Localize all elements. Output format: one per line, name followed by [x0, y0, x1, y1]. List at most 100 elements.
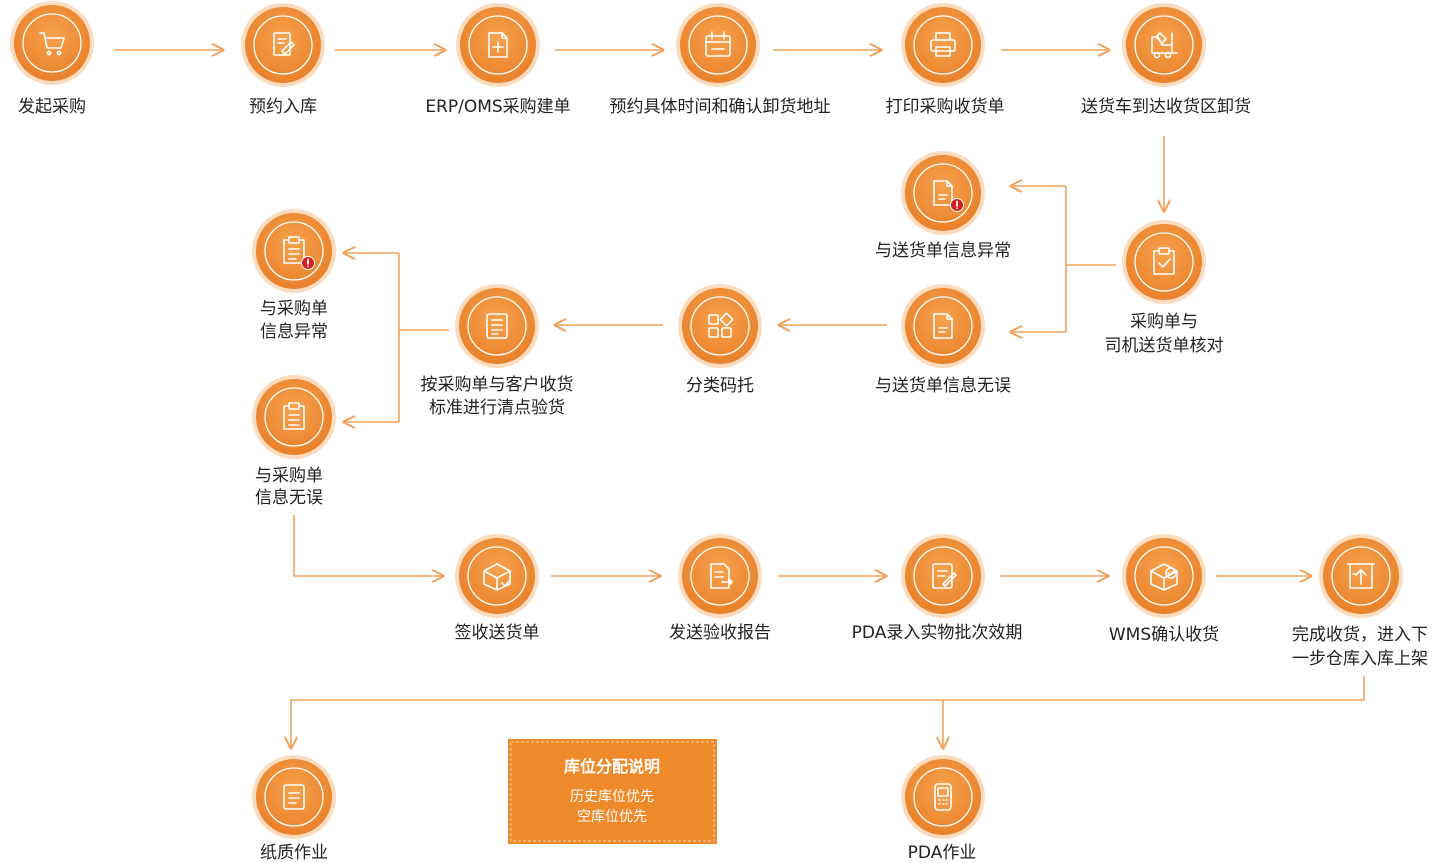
- node-po-error: [252, 209, 336, 293]
- label-erp-order: ERP/OMS采购建单: [425, 97, 570, 117]
- grid-icon: [708, 312, 734, 338]
- clipboard-check-icon: [1153, 247, 1175, 275]
- node-disc: [905, 155, 981, 231]
- node-inner-ring: [22, 13, 82, 73]
- label-send-report: 发送验收报告: [669, 623, 771, 643]
- node-disc: [256, 759, 332, 835]
- label-po-error-line2: 信息异常: [260, 322, 328, 342]
- node-inner-ring: [253, 15, 313, 75]
- node-disc: [14, 5, 90, 81]
- checklist-icon: [486, 313, 508, 339]
- calendar-icon: [705, 31, 731, 57]
- label-pda-entry: PDA录入实物批次效期: [852, 623, 1023, 643]
- node-inner-ring: [690, 296, 750, 356]
- paper-icon: [283, 784, 305, 810]
- node-print-receipt: [901, 3, 985, 87]
- label-schedule-unload: 预约具体时间和确认卸货地址: [610, 97, 831, 117]
- node-inner-ring: [467, 546, 527, 606]
- node-inner-ring: [913, 546, 973, 606]
- shelf-upload-icon: [1347, 563, 1375, 589]
- label-complete-line2: 一步仓库入库上架: [1292, 649, 1428, 669]
- add-file-icon: [488, 32, 508, 58]
- node-disc: [680, 7, 756, 83]
- label-sign-receipt: 签收送货单: [455, 623, 540, 643]
- node-inner-ring: [1134, 15, 1194, 75]
- node-inner-ring: [688, 15, 748, 75]
- node-inner-ring: [264, 221, 324, 281]
- note-line-2: 空库位优先: [577, 809, 647, 825]
- alert-badge-icon: [301, 256, 315, 270]
- node-truck-arrival: [1122, 3, 1206, 87]
- node-disc: [256, 213, 332, 289]
- node-inner-ring: [264, 767, 324, 827]
- node-disc: [682, 538, 758, 614]
- node-inner-ring: [1134, 546, 1194, 606]
- label-po-error-line1: 与采购单: [260, 299, 328, 319]
- node-reconcile: [1122, 220, 1206, 304]
- label-print-receipt: 打印采购收货单: [886, 97, 1005, 117]
- label-start-purchase: 发起采购: [18, 97, 86, 117]
- label-delivery-error: 与送货单信息异常: [875, 241, 1011, 261]
- label-complete-line1: 完成收货，进入下: [1292, 625, 1428, 645]
- node-wms-confirm: [1122, 534, 1206, 618]
- cart-icon: [39, 32, 65, 56]
- node-disc: [245, 7, 321, 83]
- label-po-ok-line2: 信息无误: [255, 488, 323, 508]
- node-disc: [1126, 224, 1202, 300]
- label-paper-work: 纸质作业: [260, 843, 328, 863]
- node-disc: [905, 7, 981, 83]
- labels: 发起采购 预约入库 ERP/OMS采购建单 预约具体时间和确认卸货地址 打印采购…: [18, 97, 1428, 863]
- node-inspect: [455, 284, 539, 368]
- printer-icon: [930, 32, 956, 57]
- node-sign-receipt: [455, 534, 539, 618]
- node-send-report: [678, 534, 762, 618]
- node-inner-ring: [1134, 232, 1194, 292]
- box-check-icon: [483, 563, 511, 591]
- node-erp-order: [456, 3, 540, 87]
- label-inspect-line1: 按采购单与客户收货: [421, 375, 574, 395]
- note-box-border: [510, 741, 715, 842]
- node-schedule-unload: [676, 3, 760, 87]
- node-inner-ring: [468, 15, 528, 75]
- note-box: [508, 739, 717, 844]
- node-pda-entry: [901, 534, 985, 618]
- node-disc: [682, 288, 758, 364]
- node-disc: [459, 538, 535, 614]
- label-inspect-line2: 标准进行清点验货: [429, 398, 565, 418]
- document-alert-icon: [933, 180, 953, 206]
- node-inner-ring: [913, 163, 973, 223]
- node-disc: [905, 288, 981, 364]
- node-delivery-error: [901, 151, 985, 235]
- node-inner-ring: [690, 546, 750, 606]
- label-pda-work: PDA作业: [908, 843, 977, 863]
- note-title: 库位分配说明: [564, 757, 660, 776]
- label-wms-confirm: WMS确认收货: [1109, 625, 1219, 645]
- label-reconcile-line1: 采购单与: [1130, 312, 1198, 332]
- document-send-icon: [710, 563, 733, 589]
- node-complete: [1319, 534, 1403, 618]
- node-inner-ring: [913, 296, 973, 356]
- nodes: [10, 1, 1403, 839]
- node-sort-pallet: [678, 284, 762, 368]
- node-disc: [1126, 538, 1202, 614]
- arrow-po-ok-to-sign: [293, 515, 443, 576]
- document-icon: [933, 313, 953, 339]
- clipboard-icon: [283, 402, 305, 430]
- connectors: [114, 50, 1365, 748]
- node-disc: [905, 759, 981, 835]
- node-delivery-ok: [901, 284, 985, 368]
- node-inner-ring: [913, 15, 973, 75]
- label-truck-arrival: 送货车到达收货区卸货: [1081, 97, 1251, 117]
- node-pda-work: [901, 755, 985, 839]
- node-paper-work: [252, 755, 336, 839]
- node-inner-ring: [467, 296, 527, 356]
- node-inner-ring: [1331, 546, 1391, 606]
- document-pen-icon: [273, 32, 295, 56]
- node-inner-ring: [264, 387, 324, 447]
- forklift-icon: [1151, 32, 1178, 59]
- pda-device-icon: [934, 783, 952, 811]
- label-delivery-ok: 与送货单信息无误: [875, 376, 1011, 396]
- arrow-complete-to-paper: [291, 676, 1365, 748]
- node-po-ok: [252, 375, 336, 459]
